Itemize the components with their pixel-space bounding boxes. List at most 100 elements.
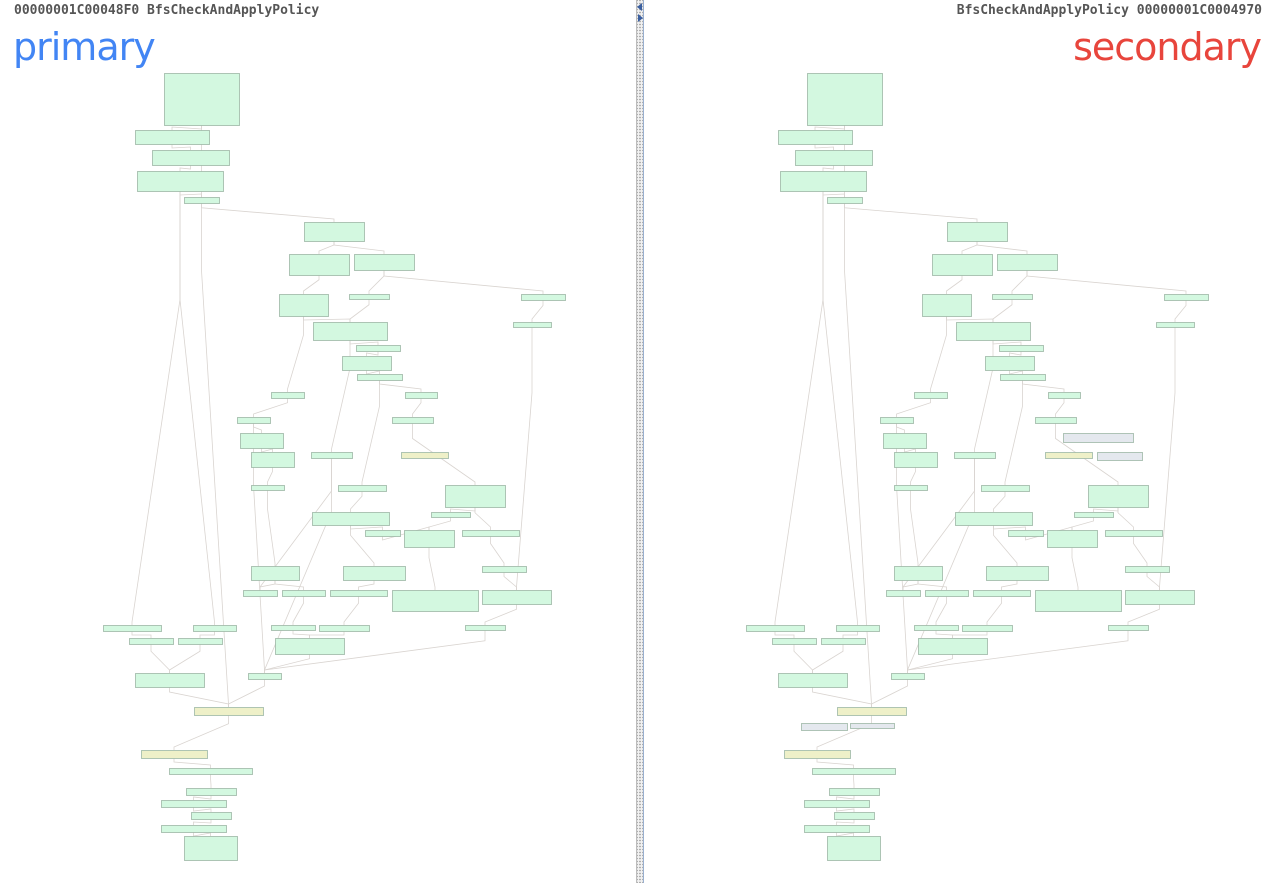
basic-block[interactable] — [521, 294, 566, 301]
basic-block[interactable] — [251, 485, 285, 491]
basic-block[interactable] — [1097, 452, 1143, 461]
basic-block[interactable] — [999, 345, 1044, 352]
basic-block[interactable] — [338, 485, 387, 492]
basic-block[interactable] — [193, 625, 237, 632]
basic-block[interactable] — [1045, 452, 1093, 459]
basic-block[interactable] — [135, 673, 205, 688]
basic-block[interactable] — [1047, 530, 1098, 548]
basic-block[interactable] — [392, 417, 434, 424]
basic-block[interactable] — [312, 512, 390, 526]
basic-block[interactable] — [251, 566, 300, 581]
basic-block[interactable] — [445, 485, 506, 508]
basic-block[interactable] — [880, 417, 914, 424]
basic-block[interactable] — [780, 171, 867, 192]
basic-block[interactable] — [812, 768, 896, 775]
basic-block[interactable] — [164, 73, 240, 126]
basic-block[interactable] — [169, 768, 253, 775]
basic-block[interactable] — [401, 452, 449, 459]
basic-block[interactable] — [821, 638, 866, 645]
basic-block[interactable] — [465, 625, 506, 631]
basic-block[interactable] — [161, 825, 227, 833]
basic-block[interactable] — [956, 322, 1031, 341]
basic-block[interactable] — [186, 788, 237, 796]
basic-block[interactable] — [973, 590, 1031, 597]
basic-block[interactable] — [891, 673, 925, 680]
basic-block[interactable] — [886, 590, 921, 597]
basic-block[interactable] — [914, 392, 948, 399]
basic-block[interactable] — [1088, 485, 1149, 508]
basic-block[interactable] — [356, 345, 401, 352]
basic-block[interactable] — [1125, 590, 1195, 605]
primary-graph[interactable] — [0, 0, 636, 883]
pane-splitter[interactable] — [636, 0, 644, 883]
basic-block[interactable] — [349, 294, 390, 300]
basic-block[interactable] — [784, 750, 851, 759]
basic-block[interactable] — [319, 625, 370, 632]
basic-block[interactable] — [404, 530, 455, 548]
basic-block[interactable] — [194, 707, 264, 716]
basic-block[interactable] — [161, 800, 227, 808]
basic-block[interactable] — [152, 150, 230, 166]
basic-block[interactable] — [778, 130, 853, 145]
basic-block[interactable] — [282, 590, 326, 597]
basic-block[interactable] — [237, 417, 271, 424]
basic-block[interactable] — [829, 788, 880, 796]
basic-block[interactable] — [184, 197, 220, 204]
basic-block[interactable] — [405, 392, 438, 399]
basic-block[interactable] — [962, 625, 1013, 632]
basic-block[interactable] — [894, 485, 928, 491]
basic-block[interactable] — [1063, 433, 1134, 443]
basic-block[interactable] — [365, 530, 401, 537]
basic-block[interactable] — [1008, 530, 1044, 537]
basic-block[interactable] — [289, 254, 350, 276]
basic-block[interactable] — [986, 566, 1049, 581]
basic-block[interactable] — [922, 294, 972, 317]
basic-block[interactable] — [1108, 625, 1149, 631]
basic-block[interactable] — [954, 452, 996, 459]
basic-block[interactable] — [313, 322, 388, 341]
basic-block[interactable] — [955, 512, 1033, 526]
basic-block[interactable] — [482, 590, 552, 605]
basic-block[interactable] — [342, 356, 392, 371]
basic-block[interactable] — [932, 254, 993, 276]
basic-block[interactable] — [997, 254, 1058, 271]
basic-block[interactable] — [883, 433, 927, 449]
basic-block[interactable] — [834, 812, 875, 820]
basic-block[interactable] — [837, 707, 907, 716]
basic-block[interactable] — [431, 512, 471, 518]
basic-block[interactable] — [482, 566, 527, 573]
basic-block[interactable] — [827, 836, 881, 861]
basic-block[interactable] — [343, 566, 406, 581]
basic-block[interactable] — [513, 322, 552, 328]
basic-block[interactable] — [1000, 374, 1046, 381]
triangle-left-icon[interactable] — [637, 3, 642, 11]
basic-block[interactable] — [985, 356, 1035, 371]
basic-block[interactable] — [1035, 590, 1122, 612]
basic-block[interactable] — [772, 638, 817, 645]
basic-block[interactable] — [778, 673, 848, 688]
basic-block[interactable] — [1035, 417, 1077, 424]
basic-block[interactable] — [184, 836, 238, 861]
basic-block[interactable] — [1156, 322, 1195, 328]
basic-block[interactable] — [801, 723, 848, 731]
basic-block[interactable] — [103, 625, 162, 632]
basic-block[interactable] — [304, 222, 365, 242]
basic-block[interactable] — [894, 452, 938, 468]
basic-block[interactable] — [1074, 512, 1114, 518]
basic-block[interactable] — [135, 130, 210, 145]
basic-block[interactable] — [271, 625, 316, 631]
secondary-pane[interactable]: BfsCheckAndApplyPolicy 00000001C0004970 … — [644, 0, 1276, 883]
basic-block[interactable] — [894, 566, 943, 581]
basic-block[interactable] — [251, 452, 295, 468]
basic-block[interactable] — [275, 638, 345, 655]
basic-block[interactable] — [191, 812, 232, 820]
basic-block[interactable] — [178, 638, 223, 645]
basic-block[interactable] — [240, 433, 284, 449]
basic-block[interactable] — [1048, 392, 1081, 399]
basic-block[interactable] — [1125, 566, 1170, 573]
basic-block[interactable] — [354, 254, 415, 271]
basic-block[interactable] — [330, 590, 388, 597]
basic-block[interactable] — [925, 590, 969, 597]
basic-block[interactable] — [311, 452, 353, 459]
basic-block[interactable] — [392, 590, 479, 612]
